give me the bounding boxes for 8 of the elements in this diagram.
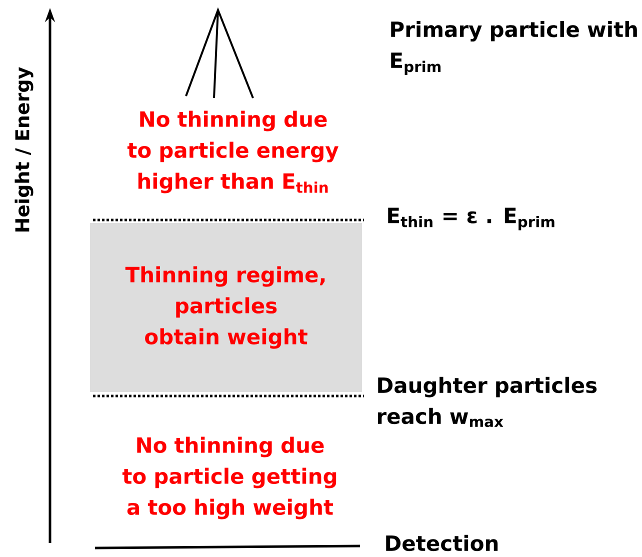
regime-text: No thinning due to particle energy higher than E$_{thin}$ (127, 110, 338, 194)
regime-box: Thinning regime, particles obtain weight (90, 223, 362, 392)
detection-label: Detection (386, 534, 498, 552)
axis-label: Height / Energy (14, 67, 34, 232)
threshold-label: Daughter particles reach w$_{max}$ (378, 376, 597, 428)
threshold-label: E$_{thin}$ = ε . E$_{prim}$ (388, 208, 554, 230)
regime-text: No thinning due to particle getting a too high weight (122, 436, 336, 520)
particle-label: Primary particle with E$_{prim}$ (391, 20, 637, 76)
